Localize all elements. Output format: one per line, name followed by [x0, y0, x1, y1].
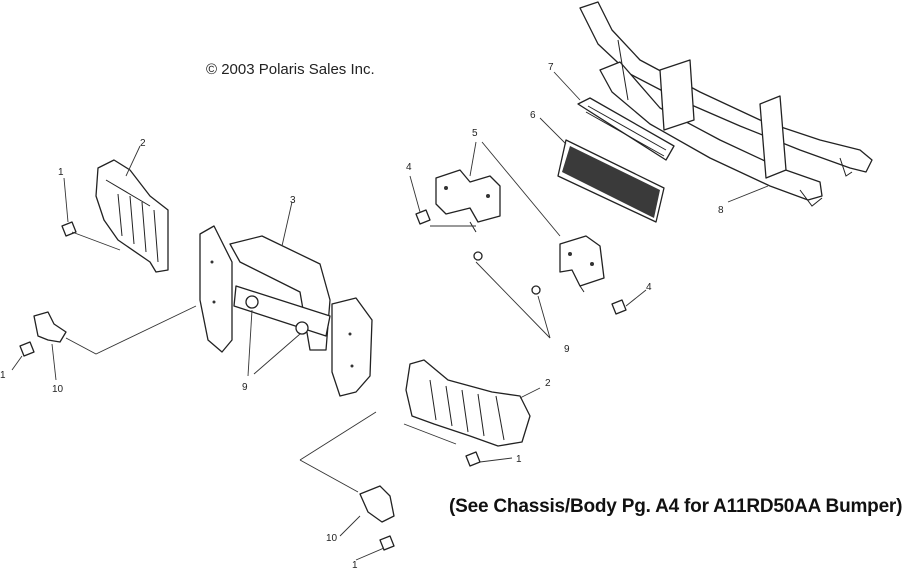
- step-plate-part: [577, 97, 675, 161]
- bracket-right-part: [559, 235, 605, 293]
- knob-lower-part: [359, 485, 395, 523]
- callout-5: 5: [472, 128, 478, 139]
- callout-8: 8: [718, 205, 724, 216]
- callout-2: 2: [545, 378, 551, 389]
- side-guard-lower-part: [405, 359, 531, 447]
- callout-1: 1: [352, 560, 358, 571]
- callout-7: 7: [548, 62, 554, 73]
- callout-4: 4: [406, 162, 412, 173]
- main-bumper-part: [579, 1, 873, 207]
- bracket-left-part: [435, 169, 501, 233]
- callout-1: 1: [58, 167, 64, 178]
- center-guard-frame-part: [199, 225, 373, 397]
- callout-10: 10: [52, 384, 64, 395]
- reference-note: (See Chassis/Body Pg. A4 for A11RD50AA B…: [449, 496, 903, 517]
- callout-10: 10: [326, 533, 338, 544]
- small-bolts-part: [19, 221, 481, 551]
- knob-left-part: [33, 311, 67, 343]
- grille-part: [557, 139, 665, 223]
- bolt-part: [415, 209, 627, 315]
- callout-9: 9: [242, 382, 248, 393]
- callout-2: 2: [140, 138, 146, 149]
- callout-3: 3: [290, 195, 296, 206]
- copyright-text: © 2003 Polaris Sales Inc.: [206, 61, 375, 78]
- leader-lines: [11, 71, 769, 561]
- callout-9: 9: [564, 344, 570, 355]
- callout-4: 4: [646, 282, 652, 293]
- side-guard-upper-part: [95, 159, 169, 273]
- callout-6: 6: [530, 110, 536, 121]
- callout-1: 1: [0, 370, 6, 381]
- callout-1: 1: [516, 454, 522, 465]
